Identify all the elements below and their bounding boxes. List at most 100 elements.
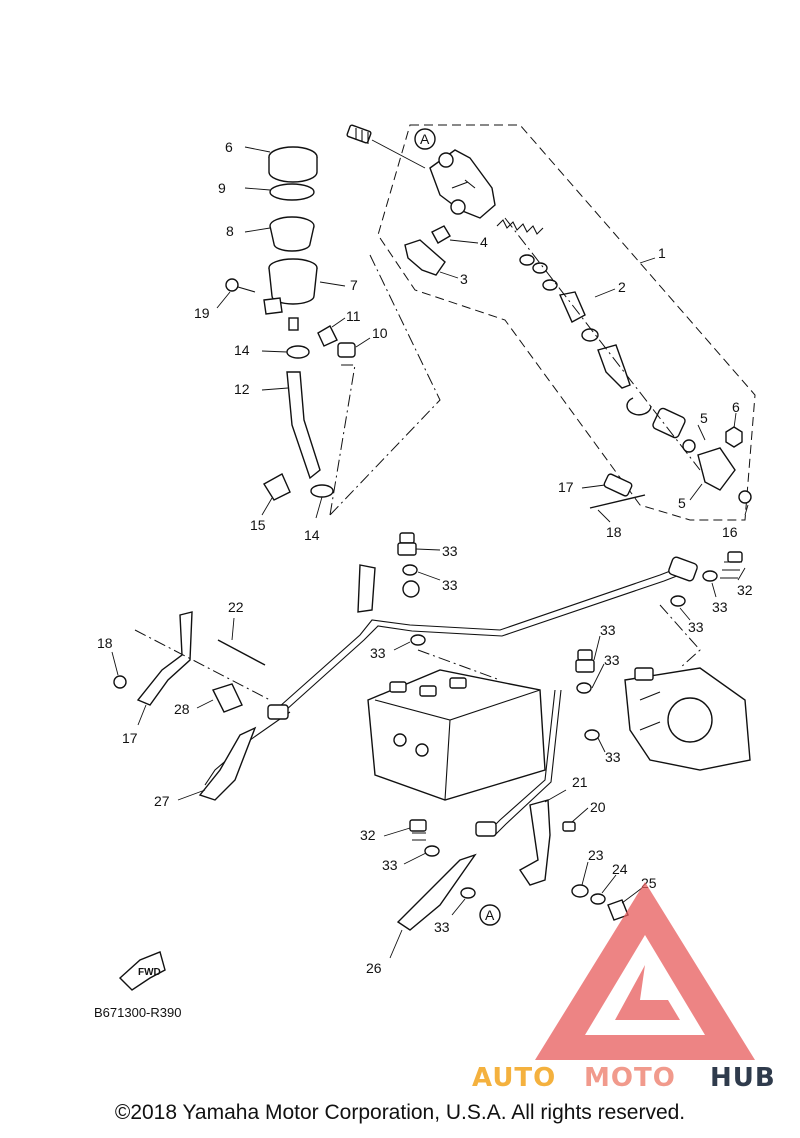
callout-7: 7 bbox=[350, 277, 358, 293]
part-12-grommet bbox=[317, 325, 338, 347]
part-14-clamp-bottom bbox=[310, 484, 334, 498]
part-31-union-bolt-right bbox=[720, 551, 743, 579]
leader-bracket bbox=[134, 629, 271, 701]
part-9-diaphragm bbox=[269, 216, 315, 252]
callout-11: 10 bbox=[372, 325, 388, 341]
diagram-code: B671300-R390 bbox=[94, 1005, 181, 1020]
leader-caliper bbox=[659, 604, 701, 669]
master-cylinder-body bbox=[429, 149, 496, 219]
callout-14-top: 14 bbox=[234, 342, 250, 358]
callout-4: 4 bbox=[480, 234, 488, 250]
callout-18: 18 bbox=[606, 524, 622, 540]
washer-33-g bbox=[424, 845, 440, 857]
callout-10: 9 bbox=[218, 180, 226, 196]
part-17-washer bbox=[738, 490, 752, 504]
callout-6-left: 5 bbox=[700, 410, 708, 426]
part-6-washer bbox=[682, 439, 696, 453]
hose-29-fitting bbox=[267, 704, 289, 720]
callout-33-5: 33 bbox=[604, 652, 620, 668]
reservoir-cap bbox=[268, 146, 318, 183]
copyright-notice: ©2018 Yamaha Motor Corporation, U.S.A. A… bbox=[114, 1101, 686, 1124]
part-4-cup bbox=[431, 225, 451, 244]
callout-5: 5 bbox=[678, 495, 686, 511]
callout-32-right: 33 bbox=[600, 622, 616, 638]
part-19-bracket bbox=[136, 611, 193, 706]
watermark-hub: HUB bbox=[710, 1063, 776, 1093]
callout-3: 3 bbox=[460, 271, 468, 287]
callout-32-top: 33 bbox=[442, 543, 458, 559]
brake-pipe-upper-2 bbox=[275, 573, 683, 720]
callout-6-right: 6 bbox=[732, 399, 740, 415]
hose-28-fitting bbox=[475, 821, 497, 837]
callout-30: 28 bbox=[174, 701, 190, 717]
part-30-sensor bbox=[212, 683, 243, 713]
callout-24: 22 bbox=[228, 599, 244, 615]
part-16-pin bbox=[603, 473, 633, 497]
part-11-joint bbox=[337, 342, 356, 358]
callout-9: 8 bbox=[226, 223, 234, 239]
reference-a-marker-top bbox=[414, 128, 436, 150]
part-26-washer bbox=[590, 893, 606, 905]
part-15-clip bbox=[263, 473, 291, 501]
part-6-nut bbox=[725, 426, 743, 448]
callout-25: 23 bbox=[588, 847, 604, 863]
fwd-arrow-icon: FWD bbox=[118, 951, 166, 991]
abs-hydraulic-unit bbox=[367, 669, 546, 801]
banjo-bolt-top bbox=[346, 124, 372, 144]
callout-23: 21 bbox=[572, 774, 588, 790]
part-21-screw bbox=[225, 278, 256, 293]
part-20-bolt bbox=[113, 675, 127, 689]
washer-33-b bbox=[410, 634, 426, 646]
brake-caliper bbox=[624, 667, 751, 771]
part-31-union-bolt-left bbox=[409, 819, 427, 841]
brake-pipe-lower-2 bbox=[495, 689, 562, 835]
callout-13: 12 bbox=[234, 381, 250, 397]
callout-22: 20 bbox=[590, 799, 606, 815]
part-5-clevis bbox=[697, 447, 736, 491]
automotohub-watermark bbox=[535, 882, 755, 1060]
part-14-clamp-top bbox=[286, 345, 310, 359]
leader-line-hose bbox=[329, 364, 356, 516]
part-29-hose bbox=[198, 726, 257, 801]
callout-16: 17 bbox=[558, 479, 574, 495]
part-24-bolt bbox=[217, 639, 266, 666]
part-7-reservoir bbox=[263, 258, 318, 331]
master-cylinder-internals bbox=[496, 217, 701, 471]
callout-33-6: 33 bbox=[605, 749, 621, 765]
callout-31-left: 32 bbox=[360, 827, 376, 843]
brake-pipe-upper bbox=[269, 567, 679, 716]
part-10-plate bbox=[269, 183, 315, 201]
leader-line-1 bbox=[329, 254, 441, 516]
reference-a-marker-bottom bbox=[479, 904, 501, 926]
washer-33-f bbox=[584, 729, 600, 741]
callout-1: 1 bbox=[658, 245, 666, 261]
part-3-elbow bbox=[404, 239, 446, 276]
callout-29: 27 bbox=[154, 793, 170, 809]
part-28-hose bbox=[396, 853, 477, 931]
callout-33-4: 33 bbox=[370, 645, 386, 661]
watermark-moto: MOTO bbox=[584, 1063, 676, 1093]
pipe-end-fitting bbox=[668, 556, 698, 582]
callout-33-7: 33 bbox=[382, 857, 398, 873]
callout-12: 11 bbox=[346, 308, 361, 324]
callout-28: 26 bbox=[366, 960, 382, 976]
part-13-hose bbox=[286, 371, 321, 480]
callout-21: 19 bbox=[194, 305, 210, 321]
banjo-fitting-upper bbox=[402, 580, 420, 598]
callout-33-2: 33 bbox=[712, 599, 728, 615]
washer-33-h bbox=[460, 887, 476, 899]
reference-a-label-bottom: A bbox=[485, 907, 495, 923]
part-32-bleeder-top bbox=[397, 532, 417, 556]
callout-33-3: 33 bbox=[688, 619, 704, 635]
callout-15: 15 bbox=[250, 517, 266, 533]
fwd-label: FWD bbox=[138, 967, 161, 978]
part-18-cotter bbox=[589, 494, 646, 509]
callout-8: 6 bbox=[225, 139, 233, 155]
washer-33-c bbox=[670, 595, 686, 607]
callout-19: 17 bbox=[122, 730, 138, 746]
part-32-bleeder-right bbox=[575, 649, 595, 673]
washer-33-e bbox=[576, 682, 592, 694]
leader-abs bbox=[417, 649, 501, 681]
callout-2: 2 bbox=[618, 279, 626, 295]
